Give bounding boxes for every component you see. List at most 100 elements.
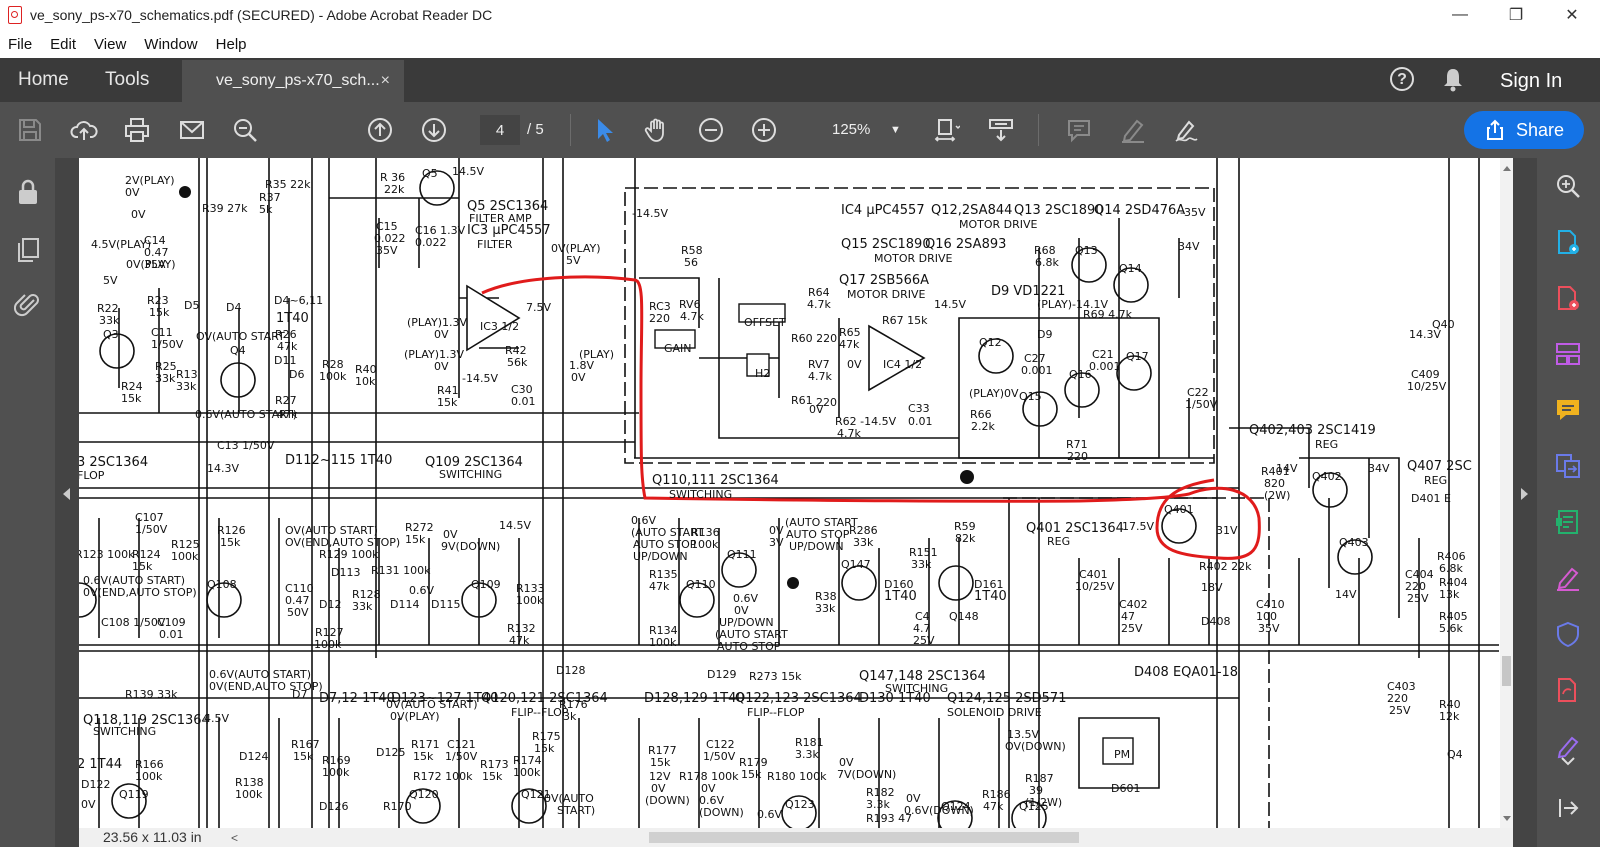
schematic-label: Q125 xyxy=(1019,800,1049,813)
schematic-label: C108 1/50V xyxy=(101,616,166,629)
highlight-pen-icon[interactable] xyxy=(1117,114,1149,146)
schematic-label: 0V xyxy=(131,208,146,221)
more-tools-pen-icon[interactable] xyxy=(1554,732,1582,760)
schematic-label: C30 xyxy=(511,383,533,396)
schematic-label: R169 xyxy=(322,754,351,767)
tab-document[interactable]: ve_sony_ps-x70_sch... × xyxy=(182,58,404,102)
lock-icon[interactable] xyxy=(14,178,42,206)
schematic-label: 0.6V xyxy=(699,794,724,807)
hand-tool-icon[interactable] xyxy=(641,114,673,146)
schematic-label: REG xyxy=(1047,535,1070,548)
comment-tool-icon[interactable] xyxy=(1554,396,1582,424)
schematic-label: 33k xyxy=(99,314,120,327)
schematic-label: 47k xyxy=(839,338,860,351)
sign-in-link[interactable]: Sign In xyxy=(1500,70,1563,92)
zoom-value: 125% xyxy=(832,121,871,138)
share-button[interactable]: Share xyxy=(1464,111,1584,149)
menu-window[interactable]: Window xyxy=(144,35,198,53)
close-tab-icon[interactable]: × xyxy=(380,72,390,89)
schematic-label: 14V xyxy=(1276,462,1298,475)
tab-home[interactable]: Home xyxy=(18,69,69,90)
collapse-panel-icon[interactable] xyxy=(1554,794,1582,822)
sign-pen-icon[interactable] xyxy=(1170,114,1202,146)
left-panel-toggle[interactable] xyxy=(55,158,79,847)
minimize-button[interactable]: — xyxy=(1452,6,1468,23)
schematic-label: R58 xyxy=(681,244,703,257)
zoom-search-icon[interactable] xyxy=(1554,172,1582,200)
schematic-label: 34V xyxy=(1178,240,1200,253)
schematic-label: 2 1T44 xyxy=(79,757,122,772)
chevron-down-icon[interactable] xyxy=(1554,754,1582,770)
opamp-symbols xyxy=(466,284,926,392)
schematic-label: R27 xyxy=(275,394,297,407)
scroll-mode-icon[interactable] xyxy=(985,114,1017,146)
menu-view[interactable]: View xyxy=(94,35,127,53)
tab-tools[interactable]: Tools xyxy=(105,69,150,90)
schematic-label: Q16 2SA893 xyxy=(925,237,1006,252)
component-boxes xyxy=(654,303,1134,765)
red-annotation-stroke xyxy=(481,275,1261,560)
scroll-down-arrow-icon[interactable] xyxy=(1503,816,1511,821)
create-pdf-icon[interactable] xyxy=(1554,284,1582,312)
vertical-scrollbar[interactable] xyxy=(1500,158,1513,828)
restore-button[interactable]: ❐ xyxy=(1508,7,1524,24)
schematic-label: IC3 1/2 xyxy=(480,320,519,333)
save-icon[interactable] xyxy=(14,114,46,146)
schematic-label: UP/DOWN xyxy=(789,540,844,553)
schematic-label: 39 xyxy=(1029,784,1043,797)
vertical-scroll-thumb[interactable] xyxy=(1502,656,1511,686)
schematic-label: 15k xyxy=(741,768,762,781)
email-icon[interactable] xyxy=(176,114,208,146)
organize-pages-icon[interactable] xyxy=(1554,340,1582,368)
schematic-label: (AUTO START xyxy=(715,628,788,641)
print-icon[interactable] xyxy=(121,114,153,146)
horizontal-scroll-thumb[interactable] xyxy=(649,832,1079,843)
help-icon[interactable]: ? xyxy=(1390,67,1414,91)
scroll-left-arrow-icon[interactable]: < xyxy=(231,831,239,845)
schematic-label: SWITCHING xyxy=(439,468,502,481)
attachment-paperclip-icon[interactable] xyxy=(14,290,42,318)
schematic-label: 14.5V xyxy=(934,298,966,311)
select-cursor-icon[interactable] xyxy=(588,114,620,146)
export-pdf-icon[interactable] xyxy=(1554,228,1582,256)
title-bar: ve_sony_ps-x70_schematics.pdf (SECURED) … xyxy=(0,0,1600,30)
close-window-button[interactable]: ✕ xyxy=(1565,7,1579,24)
comment-icon[interactable] xyxy=(1063,114,1095,146)
schematic-label: 4.7k xyxy=(807,298,831,311)
schematic-label: 1.8V xyxy=(569,359,594,372)
search-zoom-icon[interactable] xyxy=(229,114,261,146)
document-tab-label: ve_sony_ps-x70_sch... xyxy=(216,72,380,89)
fill-sign-icon[interactable] xyxy=(1554,564,1582,592)
schematic-label: R35 22k xyxy=(265,178,311,191)
zoom-level-dropdown[interactable]: 125% ▼ xyxy=(820,115,901,145)
schematic-label: 3k xyxy=(563,710,577,723)
schematic-label: R177 xyxy=(648,744,677,757)
share-icon xyxy=(1486,119,1503,140)
schematic-label: R272 xyxy=(405,521,434,534)
schematic-label: Q122,123 2SC1364 xyxy=(735,691,862,706)
page-number-input[interactable] xyxy=(480,115,520,145)
upload-cloud-icon[interactable] xyxy=(68,114,100,146)
previous-page-icon[interactable] xyxy=(364,114,396,146)
menu-file[interactable]: File xyxy=(8,35,33,53)
compress-pdf-icon[interactable] xyxy=(1554,508,1582,536)
schematic-label: 4.7k xyxy=(837,427,861,440)
menu-help[interactable]: Help xyxy=(215,35,247,53)
protect-shield-icon[interactable] xyxy=(1554,620,1582,648)
schematic-label: D123~127 1T40 xyxy=(391,691,498,706)
next-page-icon[interactable] xyxy=(418,114,450,146)
edit-pdf-icon[interactable] xyxy=(1554,676,1582,704)
notification-bell-icon[interactable] xyxy=(1441,66,1465,92)
schematic-label: R132 xyxy=(507,622,536,635)
schematic-label: 0.001 xyxy=(1089,360,1121,373)
schematic-label: 3 2SC1364 xyxy=(79,455,148,470)
page-thumbnails-icon[interactable] xyxy=(14,236,42,264)
page-fit-icon[interactable] xyxy=(930,114,962,146)
zoom-in-icon[interactable] xyxy=(748,114,780,146)
scroll-up-arrow-icon[interactable] xyxy=(1503,166,1511,171)
combine-files-icon[interactable] xyxy=(1554,452,1582,480)
zoom-out-icon[interactable] xyxy=(695,114,727,146)
menu-edit[interactable]: Edit xyxy=(50,35,77,53)
right-panel-toggle[interactable] xyxy=(1513,158,1537,847)
